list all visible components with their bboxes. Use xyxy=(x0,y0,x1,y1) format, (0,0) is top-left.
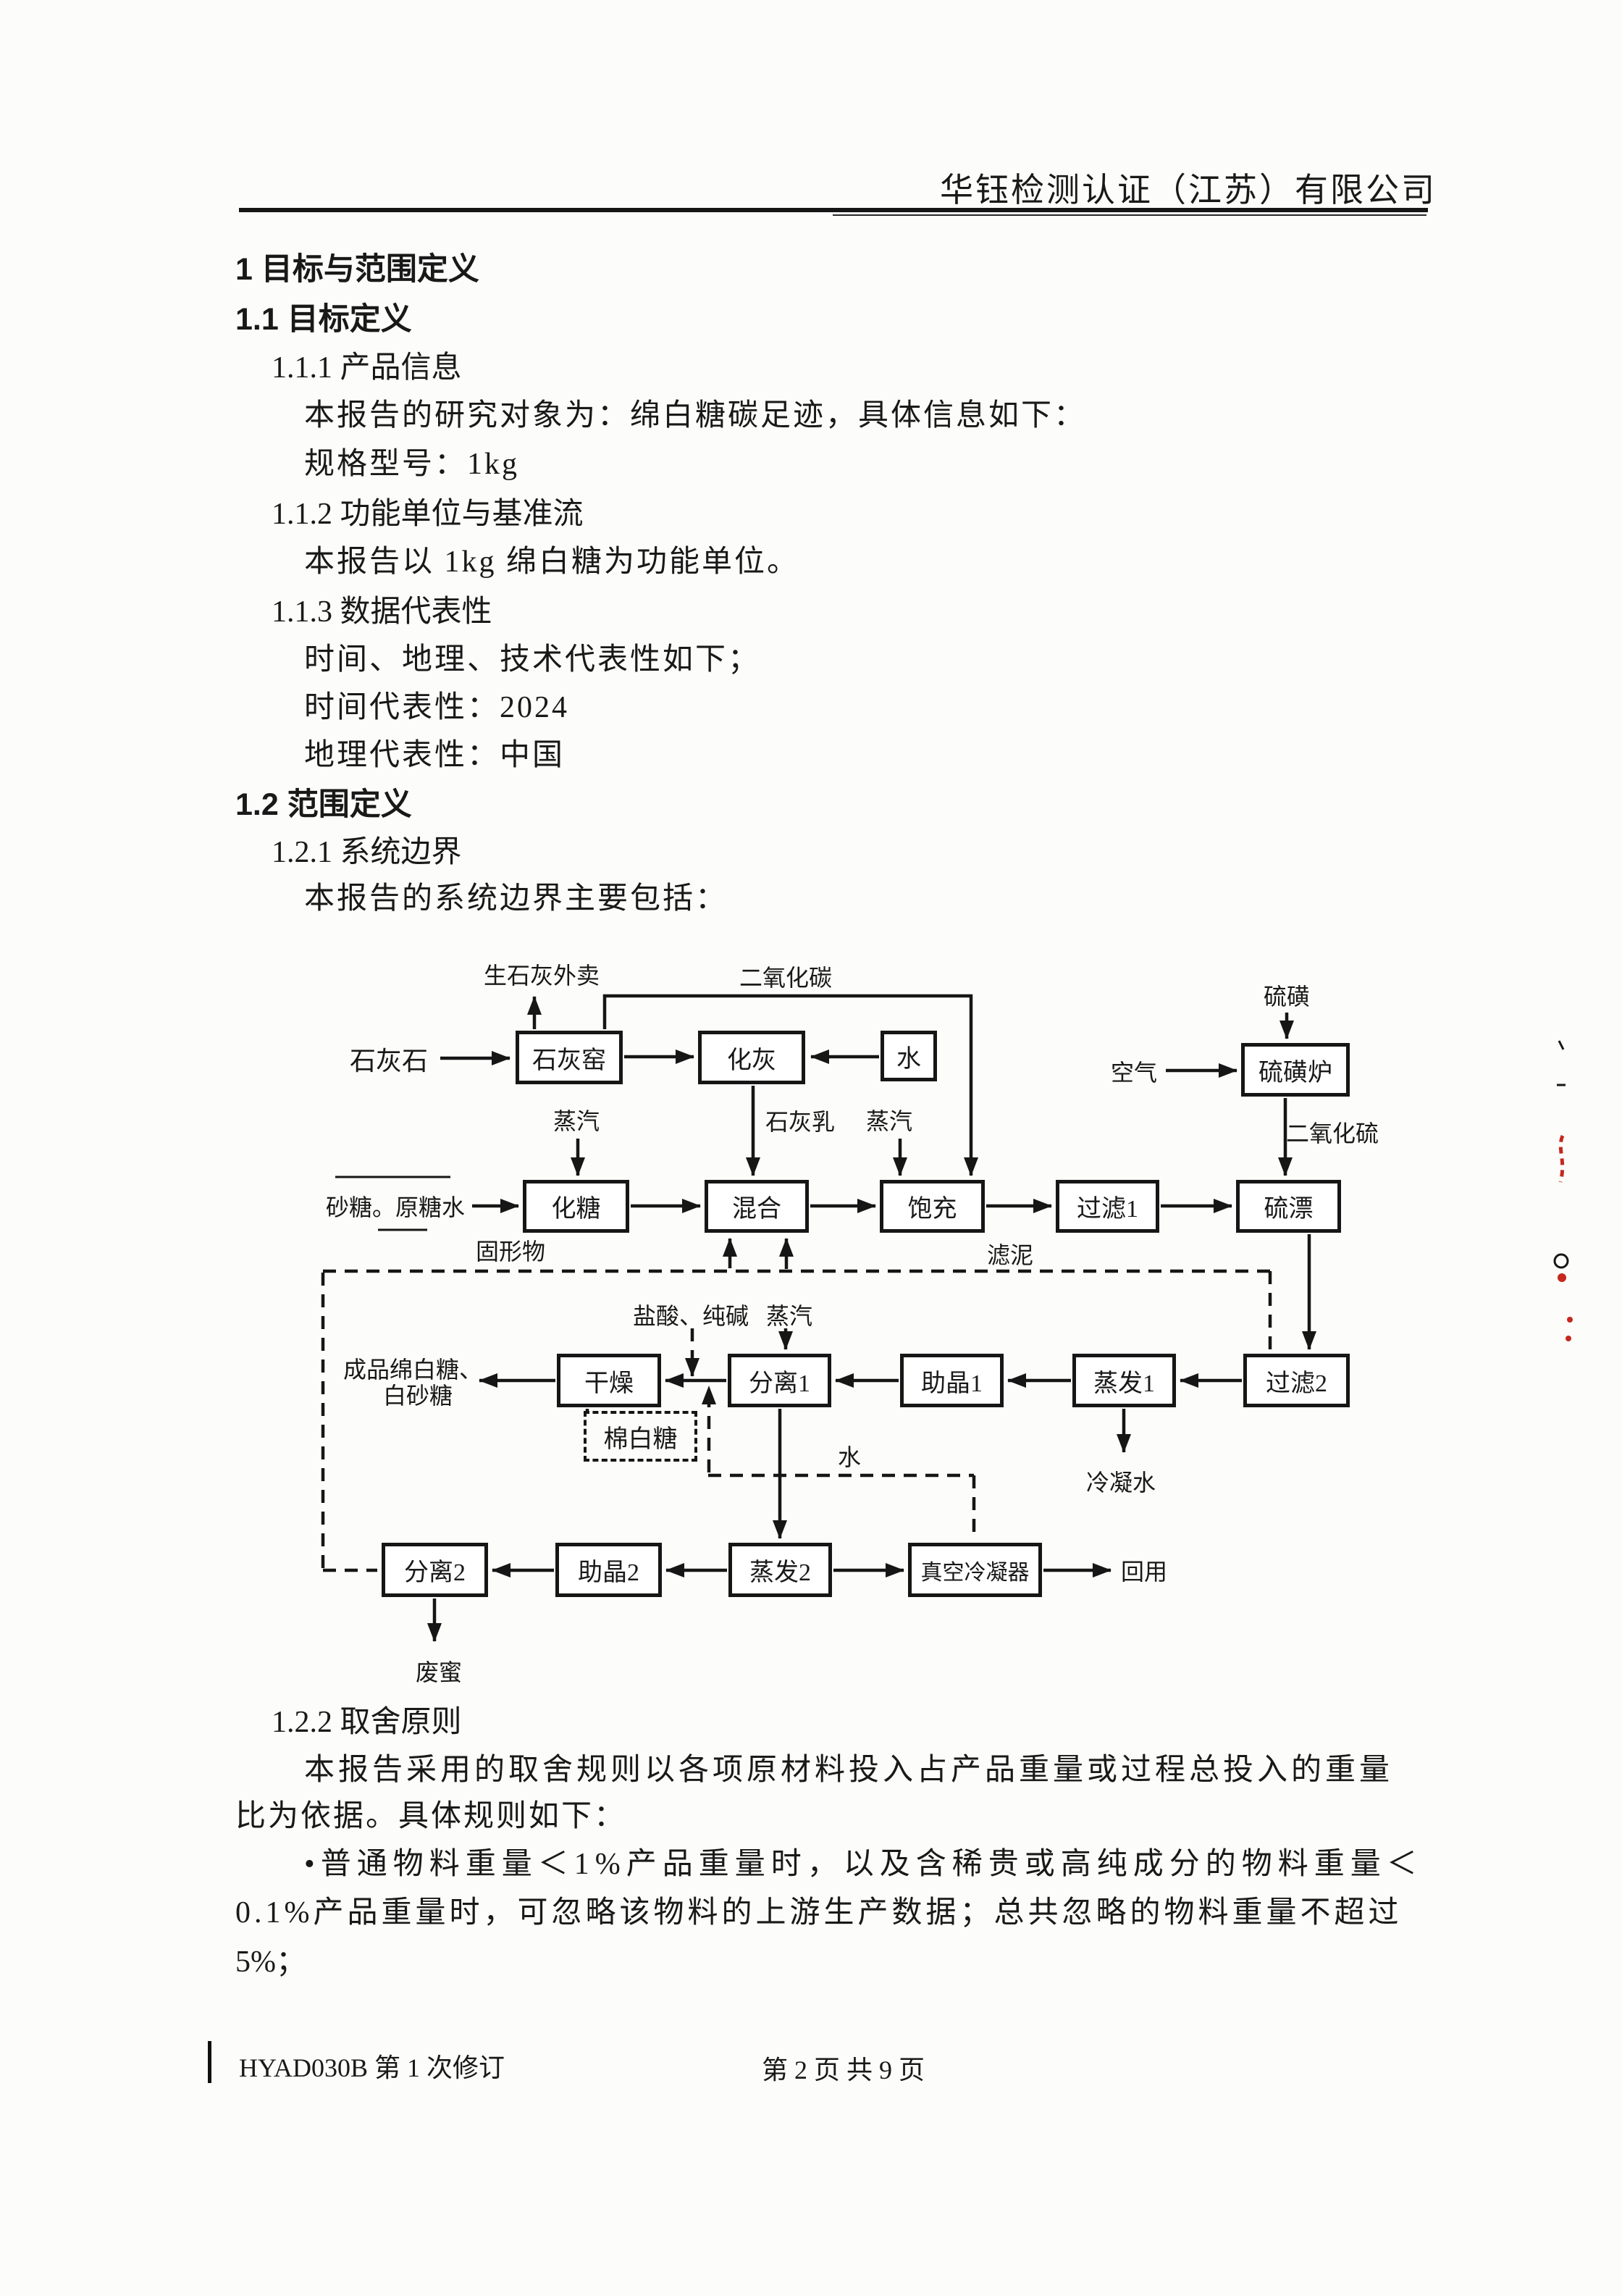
margin-annotation-red-dot-3 xyxy=(1566,1336,1571,1341)
label-steam-1: 蒸汽 xyxy=(552,1108,600,1134)
process-box-crystallize2: 助晶2 xyxy=(555,1543,662,1597)
heading-1-2-1: 1.2.1 系统边界 xyxy=(272,836,462,869)
process-box-filter2: 过滤2 xyxy=(1243,1354,1350,1407)
process-box-water: 水 xyxy=(881,1031,937,1081)
label-product-line1: 成品绵白糖、 xyxy=(343,1357,483,1383)
label-waste-molasses: 废蜜 xyxy=(415,1659,463,1685)
label-lime-milk: 石灰乳 xyxy=(765,1109,836,1135)
label-hcl-soda: 盐酸、纯碱 xyxy=(632,1303,749,1329)
heading-1-1-1: 1.1.1 产品信息 xyxy=(272,351,462,385)
paragraph-geo-rep: 地理代表性：中国 xyxy=(304,739,566,772)
process-box-slaking: 化灰 xyxy=(698,1031,805,1084)
label-so2: 二氧化硫 xyxy=(1285,1120,1379,1147)
label-water-recycle: 水 xyxy=(837,1444,862,1470)
process-box-evaporation2: 蒸发2 xyxy=(728,1543,832,1597)
process-box-melt-sugar: 化糖 xyxy=(523,1180,629,1233)
paragraph-bullet-2: 0.1%产品重量时，可忽略该物料的上游生产数据；总共忽略的物料重量不超过 xyxy=(235,1896,1403,1930)
header-rule xyxy=(239,208,1428,212)
process-box-sulfur-furnace: 硫磺炉 xyxy=(1241,1043,1350,1097)
margin-annotation-red-dot-1 xyxy=(1558,1273,1566,1282)
margin-annotation-red-squiggle xyxy=(1558,1134,1565,1183)
paragraph-time-rep: 时间代表性：2024 xyxy=(304,691,570,724)
paragraph-cutoff-1: 本报告采用的取舍规则以各项原材料投入占产品重量或过程总投入的重量 xyxy=(304,1754,1394,1787)
process-box-saturation: 饱充 xyxy=(880,1180,985,1233)
paragraph-bullet-3: 5%； xyxy=(235,1945,306,1979)
label-steam-2: 蒸汽 xyxy=(865,1108,913,1134)
process-box-crystallize1: 助晶1 xyxy=(900,1354,1004,1407)
process-box-sulfur-bleach: 硫漂 xyxy=(1236,1180,1341,1233)
process-box-drying: 干燥 xyxy=(557,1354,661,1407)
label-condensate: 冷凝水 xyxy=(1085,1470,1156,1496)
heading-1-2-2: 1.2.2 取舍原则 xyxy=(272,1706,462,1739)
label-quicklime-sale: 生石灰外卖 xyxy=(483,963,600,989)
heading-1-2: 1.2 范围定义 xyxy=(235,787,412,822)
paragraph-spec: 规格型号：1kg xyxy=(304,448,520,481)
process-box-evaporation1: 蒸发1 xyxy=(1072,1354,1176,1407)
company-header: 华钰检测认证（江苏）有限公司 xyxy=(940,172,1437,209)
paragraph-system-boundary: 本报告的系统边界主要包括： xyxy=(304,882,728,916)
paragraph-cutoff-2: 比为依据。具体规则如下： xyxy=(235,1800,627,1833)
label-steam-3: 蒸汽 xyxy=(765,1303,813,1329)
heading-1-1: 1.1 目标定义 xyxy=(235,302,412,337)
margin-mark-circle xyxy=(1553,1253,1569,1269)
paragraph-product-info: 本报告的研究对象为：绵白糖碳足迹，具体信息如下： xyxy=(304,399,1087,432)
paragraph-functional-unit: 本报告以 1kg 绵白糖为功能单位。 xyxy=(304,545,800,579)
paragraph-bullet-1: •普通物料重量＜1%产品重量时，以及含稀贵或高纯成分的物料重量＜ xyxy=(304,1848,1423,1881)
process-box-filter1: 过滤1 xyxy=(1056,1180,1159,1233)
revision-mark-bar xyxy=(208,2041,211,2083)
label-raw-sugar-input: 砂糖。原糖水 xyxy=(325,1194,466,1220)
paragraph-representativeness: 时间、地理、技术代表性如下； xyxy=(304,643,761,676)
process-box-separation2: 分离2 xyxy=(382,1543,488,1597)
label-co2: 二氧化碳 xyxy=(739,965,833,991)
label-reuse: 回用 xyxy=(1120,1559,1168,1585)
label-air: 空气 xyxy=(1110,1060,1158,1086)
process-box-lime-kiln: 石灰窑 xyxy=(516,1031,623,1084)
label-limestone: 石灰石 xyxy=(349,1047,429,1076)
label-product-line2: 白砂糖 xyxy=(382,1383,453,1409)
label-filter-mud: 滤泥 xyxy=(986,1242,1034,1268)
footer-doc-code: HYAD030B 第 1 次修订 xyxy=(239,2053,505,2082)
heading-1-1-3: 1.1.3 数据代表性 xyxy=(272,595,492,629)
heading-1-1-2: 1.1.2 功能单位与基准流 xyxy=(272,498,584,531)
heading-1: 1 目标与范围定义 xyxy=(235,252,479,287)
label-solids: 固形物 xyxy=(475,1239,546,1265)
arrow-co2-to-saturation xyxy=(602,994,978,1176)
process-box-vacuum-condenser: 真空冷凝器 xyxy=(908,1543,1042,1597)
process-box-separation1: 分离1 xyxy=(728,1354,831,1407)
margin-annotation-red-dot-2 xyxy=(1567,1317,1573,1323)
process-box-soft-white-sugar: 棉白糖 xyxy=(584,1411,697,1462)
label-sulfur: 硫磺 xyxy=(1263,984,1311,1010)
process-box-mixing: 混合 xyxy=(705,1180,809,1233)
header-rule-echo xyxy=(833,214,1426,216)
margin-mark-black-1 xyxy=(1558,1040,1565,1050)
footer-page-number: 第 2 页 共 9 页 xyxy=(762,2056,925,2085)
